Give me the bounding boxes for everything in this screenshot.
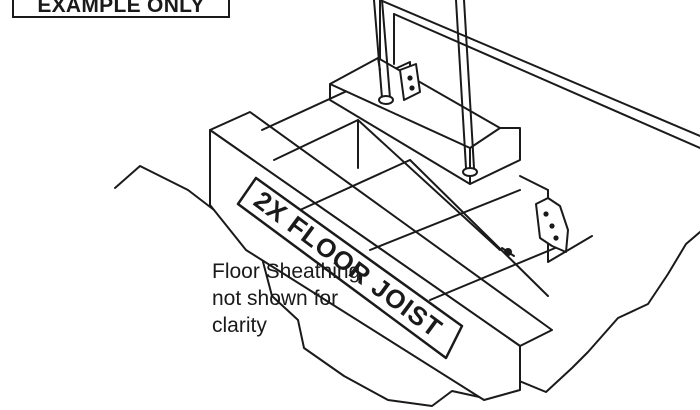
example-only-stamp: EXAMPLE ONLY	[12, 0, 230, 18]
note-line-3: clarity	[212, 314, 267, 337]
threaded-rods	[373, 0, 478, 177]
example-only-label: EXAMPLE ONLY	[37, 0, 205, 17]
floor-joist	[209, 111, 553, 401]
blocking-board	[329, 57, 521, 185]
hanger-bracket-far	[399, 63, 421, 101]
note-line-1: Floor Sheathing	[212, 260, 361, 283]
sheathing-note: Floor Sheathing not shown for clarity	[212, 258, 392, 339]
far-rim-joist	[379, 0, 700, 149]
hanger-bracket-right	[535, 197, 569, 253]
fastener	[501, 247, 515, 257]
note-line-2: not shown for	[212, 287, 339, 310]
